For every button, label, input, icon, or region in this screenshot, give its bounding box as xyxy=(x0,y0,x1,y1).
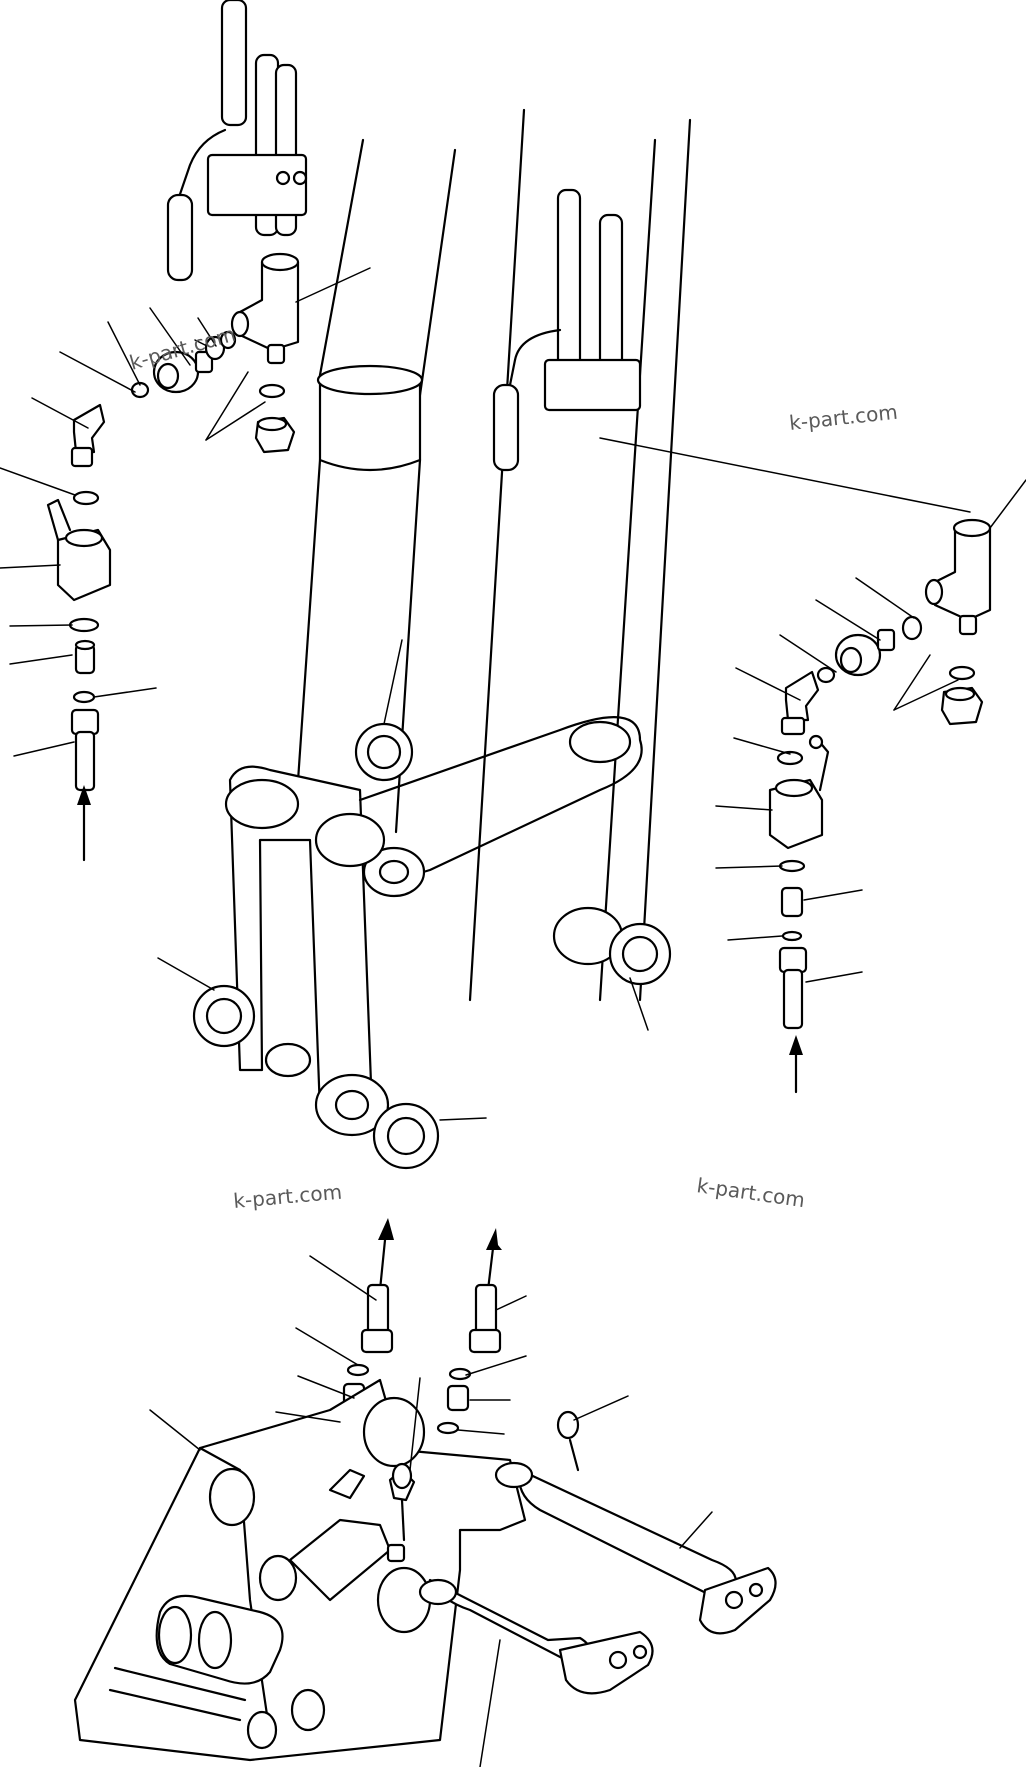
center-callout-leaders xyxy=(157,639,649,1121)
upper-left-hose-assembly xyxy=(166,0,308,282)
hitch-locking-pins xyxy=(418,1461,777,1695)
left-quick-coupler xyxy=(70,708,100,792)
left-tee-fitting xyxy=(230,252,300,365)
left-callout-leaders xyxy=(0,267,371,757)
quick-hitch-frame xyxy=(73,1378,527,1762)
left-elbow-fitting xyxy=(70,403,106,468)
left-flow-arrow xyxy=(77,785,91,862)
right-adapter-fitting xyxy=(834,615,923,677)
right-lock-nut xyxy=(940,686,984,726)
upper-right-hose-assembly xyxy=(492,188,971,513)
watermark-3: k-part.com xyxy=(232,1180,343,1213)
boom-arm-structure xyxy=(224,108,692,1137)
right-quick-coupler xyxy=(778,946,808,1030)
left-ball-valve xyxy=(46,498,112,602)
watermark-2: k-part.com xyxy=(788,400,899,435)
hitch-ring-pins xyxy=(386,1410,580,1563)
right-callout-leaders xyxy=(715,479,1026,983)
right-elbow-fitting xyxy=(780,670,820,736)
right-nipple-fitting xyxy=(780,886,804,918)
right-flow-arrow xyxy=(789,1035,803,1094)
right-tee-fitting xyxy=(924,518,992,636)
left-nipple-fitting xyxy=(74,639,96,675)
right-ball-valve xyxy=(768,734,830,850)
thrust-washers xyxy=(192,722,672,1170)
right-o-rings xyxy=(776,665,976,942)
watermark-4: k-part.com xyxy=(695,1173,806,1212)
left-lock-nut xyxy=(254,416,296,454)
bottom-coupler-arrows xyxy=(378,1218,502,1292)
bottom-callout-leaders xyxy=(149,1255,713,1767)
